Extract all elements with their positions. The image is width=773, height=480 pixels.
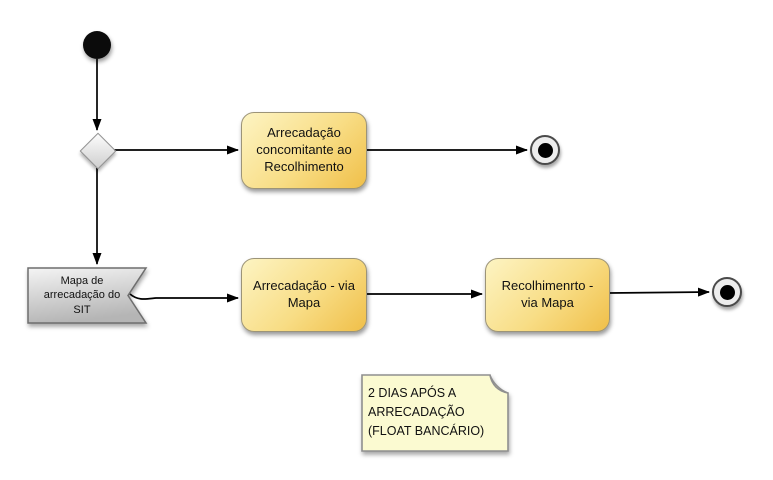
initial-node [83, 31, 111, 59]
final-node-2 [712, 277, 742, 307]
note-text: 2 DIAS APÓS A ARRECADAÇÃO (FLOAT BANCÁRI… [368, 386, 485, 438]
activity-label: Recolhimenrto - via Mapa [501, 278, 594, 310]
activity-arrecadacao-via-mapa: Arrecadação - via Mapa [241, 258, 367, 332]
edge-mapa-to-arrecadacao [129, 293, 239, 303]
signal-label-mapa-sit: Mapa de arrecadação do SIT [43, 275, 121, 316]
final-node-1 [530, 135, 560, 165]
activity-label: Arrecadação - via Mapa [253, 278, 355, 310]
final-node-dot [719, 284, 735, 300]
note-shape [361, 374, 509, 452]
signal-shape-mapa-sit [27, 267, 148, 324]
final-node-dot [537, 142, 553, 158]
edge-recolhimento-to-final2 [608, 287, 710, 297]
activity-recolhimento-via-mapa: Recolhimenrto - via Mapa [485, 258, 610, 332]
note-fold-corner [489, 374, 509, 394]
activity-label: Arrecadação concomitante ao Recolhimento [256, 125, 352, 174]
activity-arrecadacao-concomitante: Arrecadação concomitante ao Recolhimento [241, 112, 367, 189]
